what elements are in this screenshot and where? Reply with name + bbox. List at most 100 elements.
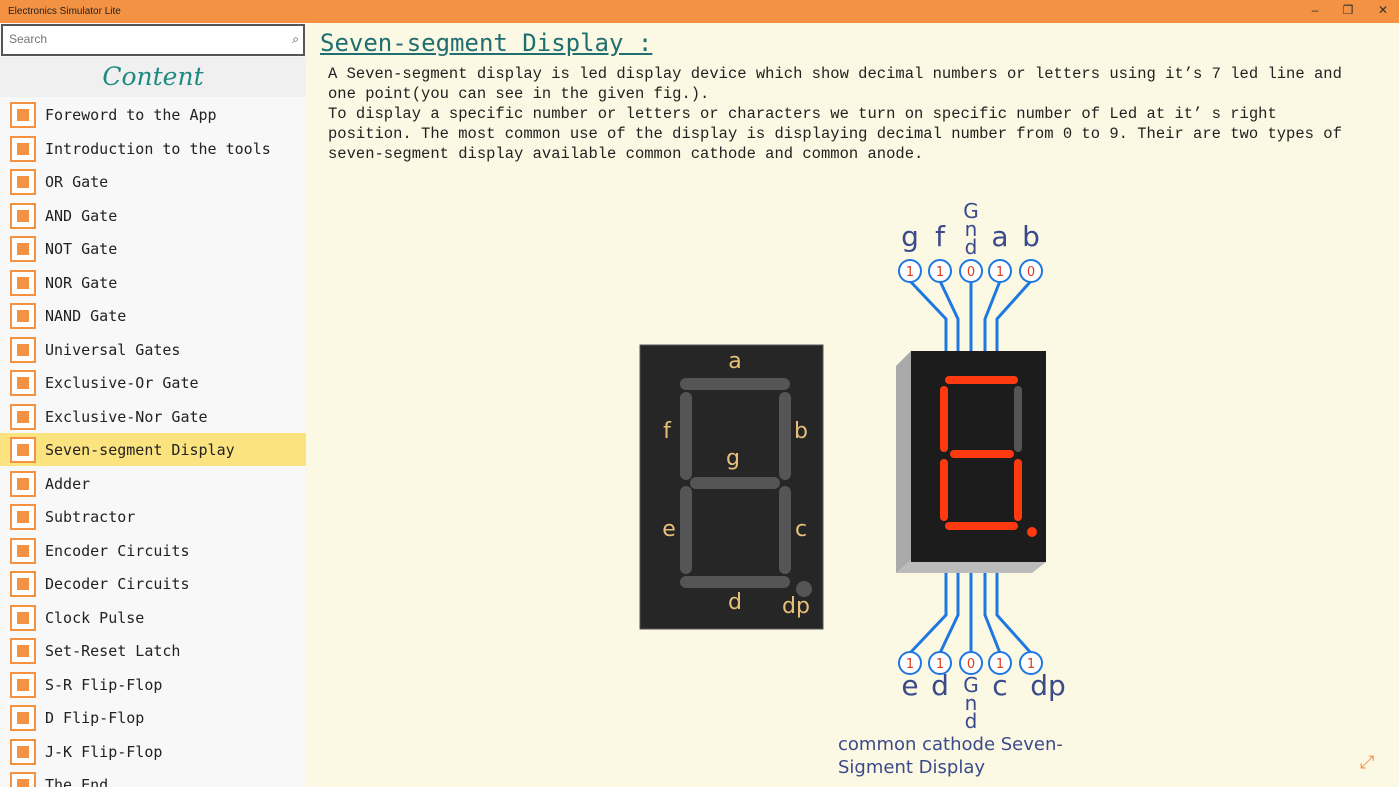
sidebar-item-label: Universal Gates — [45, 340, 181, 359]
pin-circle — [988, 651, 1012, 675]
description: A Seven-segment display is led display d… — [328, 64, 1368, 164]
pin-wire — [983, 573, 1002, 654]
pin-label-gnd-top: Gnd — [963, 199, 979, 259]
close-button[interactable]: ✕ — [1377, 3, 1389, 17]
checkbox-icon[interactable] — [10, 169, 36, 195]
pin-label: a — [991, 220, 1008, 253]
segment-label: f — [663, 419, 672, 444]
checkbox-icon[interactable] — [10, 135, 36, 162]
sidebar: ⌕ Content Foreword to the AppIntroductio… — [0, 23, 306, 787]
pin-value: 1 — [1027, 657, 1035, 672]
pin-label: b — [1022, 220, 1040, 253]
checkbox-icon[interactable] — [10, 738, 36, 765]
pin-circle — [1019, 651, 1043, 675]
sidebar-item-label: NAND Gate — [45, 307, 127, 325]
sidebar-item[interactable]: S-R Flip-Flop — [0, 668, 306, 701]
app-title: Electronics Simulator Lite — [8, 6, 121, 17]
sidebar-item[interactable]: AND Gate — [0, 199, 306, 232]
checkbox-icon[interactable] — [10, 504, 36, 530]
search-icon[interactable]: ⌕ — [292, 32, 299, 46]
sidebar-item[interactable]: NAND Gate — [0, 299, 306, 332]
checkbox-icon[interactable] — [10, 470, 36, 497]
display-bottom — [896, 560, 1046, 573]
checkbox-icon[interactable] — [10, 303, 36, 329]
pin-circle — [898, 651, 922, 675]
search-input[interactable] — [3, 26, 273, 52]
sidebar-item[interactable]: The End — [0, 768, 306, 787]
pin-value: 1 — [936, 657, 944, 672]
pin-value: 1 — [906, 265, 914, 280]
segment-label: a — [728, 349, 741, 374]
sidebar-item-label: AND Gate — [45, 206, 118, 225]
sidebar-item[interactable]: Subtractor — [0, 500, 306, 533]
sidebar-item-label: Clock Pulse — [45, 608, 145, 627]
led-dp — [1027, 527, 1037, 537]
pin-label: c — [992, 669, 1007, 702]
restore-button[interactable]: ❐ — [1342, 3, 1354, 17]
checkbox-icon[interactable] — [10, 671, 36, 698]
pin-value: 0 — [967, 657, 975, 672]
sidebar-item-label: OR Gate — [45, 173, 109, 191]
sidebar-item-label: NOR Gate — [45, 273, 118, 292]
segment-label: d — [728, 590, 742, 615]
checkbox-icon[interactable] — [10, 403, 36, 430]
sidebar-item[interactable]: NOT Gate — [0, 232, 306, 265]
sidebar-item-label: Introduction to the tools — [45, 139, 271, 158]
sidebar-item[interactable]: Seven-segment Display — [0, 433, 306, 466]
checkbox-icon[interactable] — [10, 269, 36, 296]
sidebar-item[interactable]: NOR Gate — [0, 266, 306, 299]
sidebar-item[interactable]: Decoder Circuits — [0, 567, 306, 600]
checkbox-icon[interactable] — [10, 571, 36, 597]
search-box[interactable]: ⌕ — [1, 24, 305, 56]
pin-circle — [959, 259, 983, 283]
checkbox-icon[interactable] — [10, 705, 36, 731]
sidebar-item-label: Subtractor — [45, 508, 136, 526]
pin-circle — [1019, 259, 1043, 283]
checkbox-icon[interactable] — [10, 537, 36, 564]
sidebar-item[interactable]: Introduction to the tools — [0, 132, 306, 165]
pin-circle — [928, 259, 952, 283]
sidebar-item[interactable]: Clock Pulse — [0, 601, 306, 634]
sidebar-item[interactable]: J-K Flip-Flop — [0, 735, 306, 768]
sidebar-item-label: The End — [45, 776, 109, 787]
pin-wire — [938, 280, 960, 351]
checkbox-icon[interactable] — [10, 202, 36, 229]
checkbox-icon[interactable] — [10, 102, 36, 128]
sidebar-item[interactable]: Encoder Circuits — [0, 534, 306, 567]
title-bar: Electronics Simulator Lite – ❐ ✕ — [0, 0, 1399, 23]
sidebar-item-label: Set-Reset Latch — [45, 642, 181, 660]
pin-wire — [908, 573, 948, 655]
sidebar-item-label: Adder — [45, 474, 91, 493]
pin-value: 1 — [996, 657, 1004, 672]
sidebar-item-label: D Flip-Flop — [45, 709, 145, 727]
sidebar-item[interactable]: Universal Gates — [0, 333, 306, 366]
sidebar-item[interactable]: Exclusive-Nor Gate — [0, 400, 306, 433]
sidebar-item[interactable]: OR Gate — [0, 165, 306, 198]
segment-label: e — [662, 517, 676, 542]
sidebar-item-label: S-R Flip-Flop — [45, 675, 163, 694]
sidebar-item-label: Exclusive-Nor Gate — [45, 407, 208, 426]
pin-value: 1 — [936, 265, 944, 280]
minimize-button[interactable]: – — [1311, 3, 1319, 17]
checkbox-icon[interactable] — [10, 604, 36, 631]
sidebar-item[interactable]: Adder — [0, 467, 306, 500]
segment-label: g — [726, 446, 740, 471]
sidebar-item[interactable]: Exclusive-Or Gate — [0, 366, 306, 399]
checkbox-icon[interactable] — [10, 370, 36, 396]
checkbox-icon[interactable] — [10, 336, 36, 363]
sidebar-item[interactable]: D Flip-Flop — [0, 701, 306, 734]
expand-icon[interactable]: ⤢ — [1360, 752, 1375, 772]
pin-wire — [995, 279, 1033, 351]
sidebar-item[interactable]: Foreword to the App — [0, 98, 306, 131]
checkbox-icon[interactable] — [10, 638, 36, 664]
figure-caption: common cathode Seven- — [838, 734, 1063, 755]
checkbox-icon[interactable] — [10, 437, 36, 463]
checkbox-icon[interactable] — [10, 772, 36, 787]
sidebar-item-label: NOT Gate — [45, 240, 118, 258]
pin-label: f — [935, 220, 946, 253]
segment-dp — [796, 581, 812, 597]
sidebar-item[interactable]: Set-Reset Latch — [0, 634, 306, 667]
checkbox-icon[interactable] — [10, 236, 36, 262]
pin-value: 1 — [996, 265, 1004, 280]
